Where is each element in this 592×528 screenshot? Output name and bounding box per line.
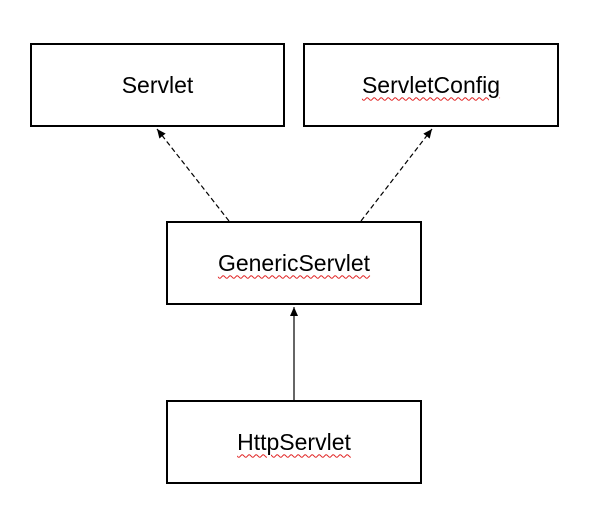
servlet-label: Servlet bbox=[121, 71, 194, 98]
edge-genericservlet-to-servletconfig bbox=[360, 128, 433, 222]
httpservlet-box: HttpServlet bbox=[166, 400, 422, 484]
servletconfig-box: ServletConfig bbox=[303, 43, 559, 127]
httpservlet-label: HttpServlet bbox=[237, 428, 351, 455]
genericservlet-box: GenericServlet bbox=[166, 221, 422, 305]
servlet-box: Servlet bbox=[30, 43, 285, 127]
edge-genericservlet-to-servlet bbox=[156, 128, 230, 222]
genericservlet-label: GenericServlet bbox=[217, 249, 371, 276]
servletconfig-label: ServletConfig bbox=[361, 71, 501, 98]
